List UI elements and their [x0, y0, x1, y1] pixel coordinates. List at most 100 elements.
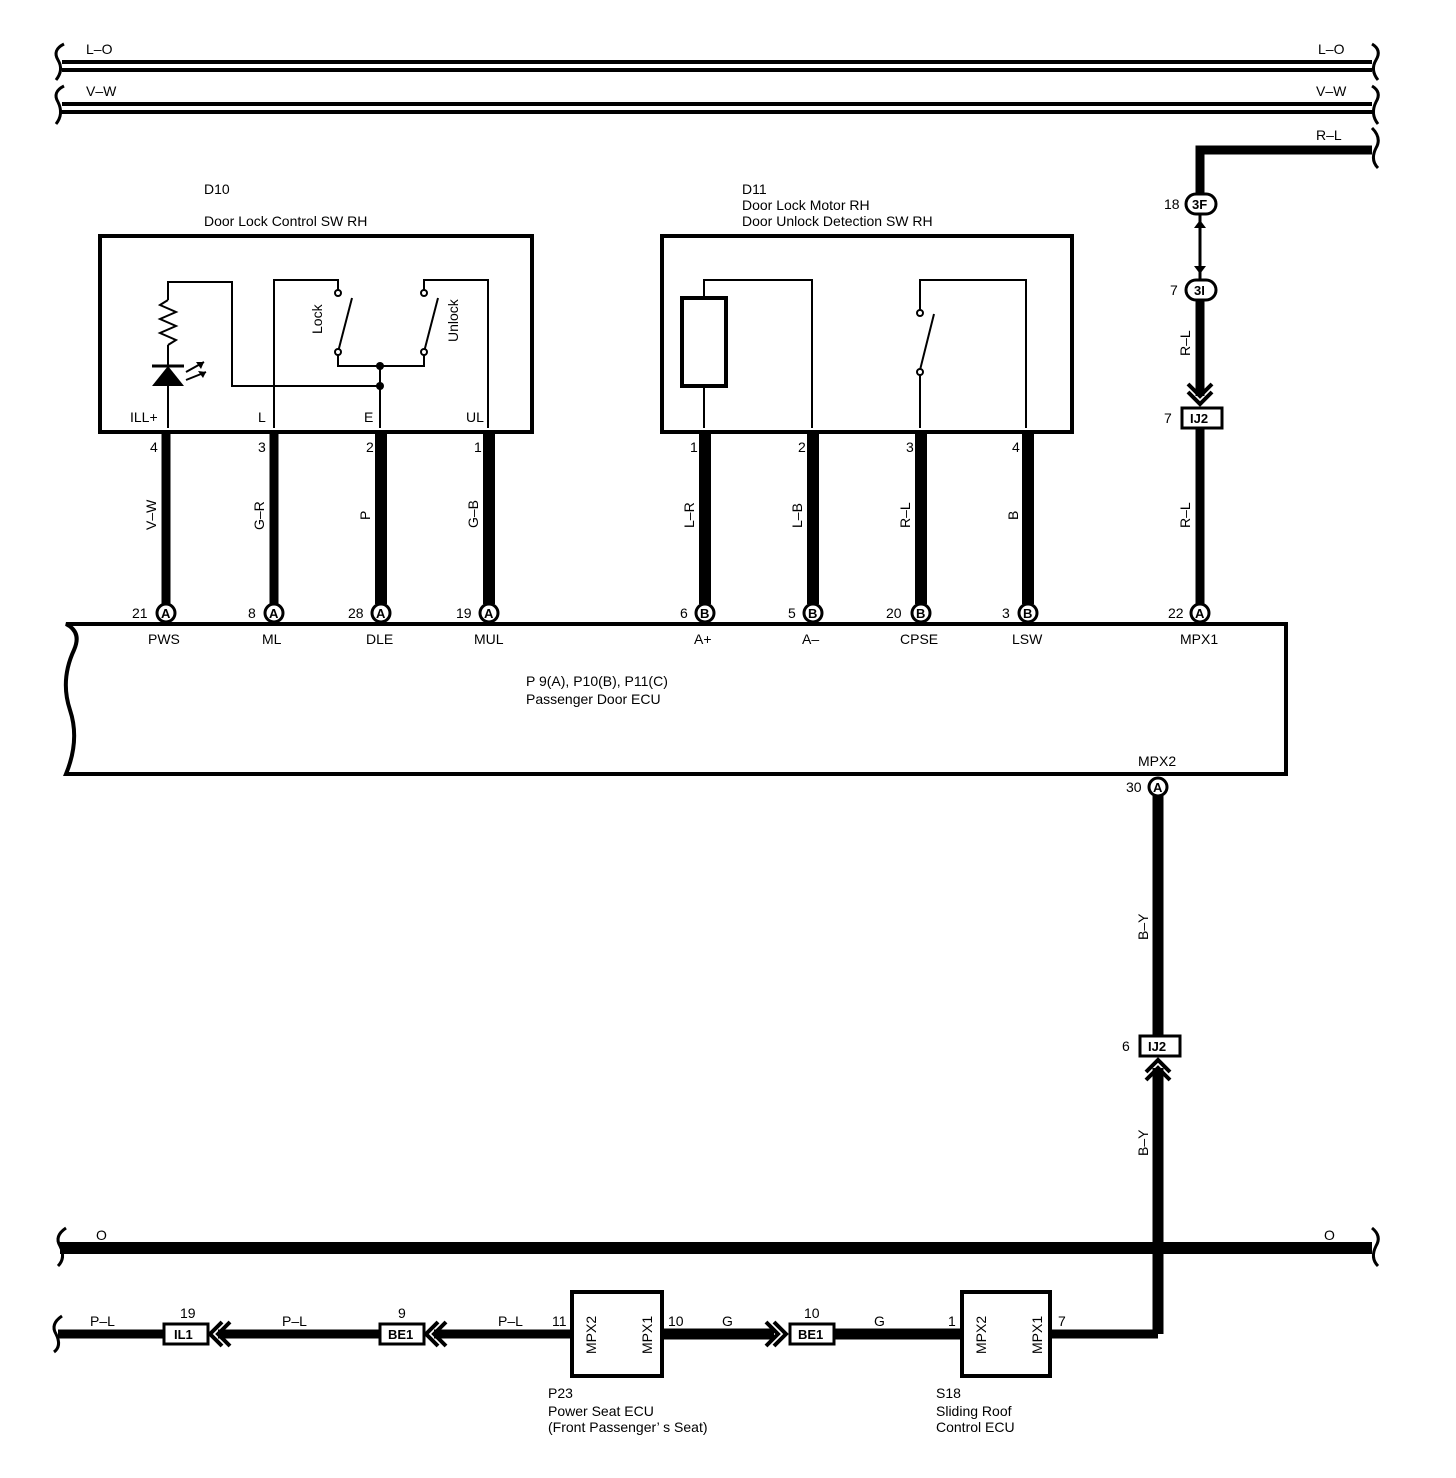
top-bus-vw: V–W V–W	[54, 83, 1380, 125]
wire-label-by-lower: B–Y	[1135, 1129, 1151, 1156]
ecu-pin-pws: A 21 PWS	[132, 602, 180, 647]
connector-ij2-lower-label: IJ2	[1148, 1039, 1166, 1054]
wire-label-pl-3: P–L	[498, 1313, 523, 1329]
ecu-pin-num: 21	[132, 605, 148, 621]
ecu-mpx2-conn: A	[1153, 780, 1163, 795]
connector-il1-num: 19	[180, 1305, 196, 1321]
ecu-pin-conn: A	[161, 606, 171, 621]
bus-label-lo-left: L–O	[86, 41, 113, 57]
led-icon	[152, 366, 184, 386]
wire-label-by-upper: B–Y	[1135, 913, 1151, 940]
d10-pin-ill: ILL+	[130, 409, 158, 425]
d11-pin-num-4: 4	[1012, 439, 1020, 455]
wire-label-rl-lower: R–L	[1177, 502, 1193, 528]
ecu-pins: A 21 PWS A 8 ML A 28 DLE A 19 MUL B 6 A+	[132, 602, 1218, 798]
d10-wires: 4 3 2 1 V–W G–R P G–B	[143, 432, 495, 604]
connector-il1-label: IL1	[174, 1327, 193, 1342]
connector-ij2-upper-pin: 7	[1164, 410, 1172, 426]
s18-pin-in: 1	[948, 1313, 956, 1329]
d10-pin-num-4: 4	[150, 439, 158, 455]
wire-label-rl-upper: R–L	[1177, 330, 1193, 356]
top-bus-lo: L–O L–O	[54, 41, 1380, 81]
wire-label-gr: G–R	[251, 501, 267, 530]
passenger-door-ecu: P 9(A), P10(B), P11(C) Passenger Door EC…	[63, 622, 1288, 776]
ecu-pin-num: 28	[348, 605, 364, 621]
d10-pin-num-3: 3	[258, 439, 266, 455]
ecu-pin-label: CPSE	[900, 631, 938, 647]
d10-name: Door Lock Control SW RH	[204, 213, 367, 229]
s18-pin-out: 7	[1058, 1313, 1066, 1329]
ecu-mpx2-num: 30	[1126, 779, 1142, 795]
bottom-mpx-chain: P–L IL1 19 P–L BE1 9 P–L 11 MPX2 MPX1 10…	[52, 1290, 1158, 1435]
p23-box	[570, 1290, 664, 1378]
connector-3i-pin: 7	[1170, 282, 1178, 298]
ecu-pin-label: A–	[802, 631, 819, 647]
d11-pin-num-3: 3	[906, 439, 914, 455]
d10-pin-l: L	[258, 409, 266, 425]
d10-unlock-label: Unlock	[445, 298, 461, 342]
ecu-pin-conn: B	[700, 606, 709, 621]
ecu-pin-num: 22	[1168, 605, 1184, 621]
d11-wires: 1 2 3 4 L–R L–B R–L B	[681, 432, 1034, 604]
connector-ij2-lower-pin: 6	[1122, 1038, 1130, 1054]
bus-label-vw-right: V–W	[1316, 83, 1347, 99]
connector-be1-b-label: BE1	[798, 1327, 823, 1342]
ecu-pin-ml: A 8 ML	[248, 602, 285, 647]
wire-label-b: B	[1005, 511, 1021, 520]
ecu-pin-num: 5	[788, 605, 796, 621]
d11-name1: Door Lock Motor RH	[742, 197, 870, 213]
ecu-pin-conn: B	[1023, 606, 1032, 621]
s18-name2: Control ECU	[936, 1419, 1015, 1435]
connector-3f-pin: 18	[1164, 196, 1180, 212]
ecu-pin-mpx1: A 22 MPX1	[1168, 602, 1218, 647]
ecu-pin-conn: A	[1195, 606, 1205, 621]
ecu-pin-conn: A	[376, 606, 386, 621]
ecu-pin-label: PWS	[148, 631, 180, 647]
connector-be1-a-label: BE1	[388, 1327, 413, 1342]
wire-label-lb: L–B	[789, 503, 805, 528]
mpx2-path: B–Y IJ2 6 B–Y	[1122, 796, 1182, 1334]
ecu-pin-label: MUL	[474, 631, 504, 647]
connector-be1-a-num: 9	[398, 1305, 406, 1321]
d10-pin-num-2: 2	[366, 439, 374, 455]
p23-mpx2-label: MPX2	[583, 1316, 599, 1354]
ecu-pin-num: 8	[248, 605, 256, 621]
d11-code: D11	[742, 181, 767, 197]
s18-box	[960, 1290, 1052, 1378]
ecu-pin-num: 19	[456, 605, 472, 621]
d10-component: D10 Door Lock Control SW RH Lock Unlock …	[98, 181, 534, 434]
bus-label-o-right: O	[1324, 1227, 1335, 1243]
p23-pin-out: 10	[668, 1313, 684, 1329]
s18-mpx1-label: MPX1	[1029, 1316, 1045, 1354]
wire-label-pl-1: P–L	[90, 1313, 115, 1329]
ecu-pin-label: A+	[694, 631, 712, 647]
p23-mpx1-label: MPX1	[639, 1316, 655, 1354]
d11-pin-num-1: 1	[690, 439, 698, 455]
p23-name1: Power Seat ECU	[548, 1403, 654, 1419]
d11-name2: Door Unlock Detection SW RH	[742, 213, 933, 229]
wire-label-vw: V–W	[143, 499, 159, 530]
d10-lock-label: Lock	[309, 303, 325, 334]
connector-3f-label: 3F	[1192, 197, 1207, 212]
wire-label-g-1: G	[722, 1313, 733, 1329]
bus-label-rl: R–L	[1316, 127, 1342, 143]
p23-code: P23	[548, 1385, 573, 1401]
top-bus-rl: R–L	[1195, 126, 1380, 200]
ecu-pin-a-plus: B 6 A+	[680, 602, 716, 647]
ecu-pin-dle: A 28 DLE	[348, 602, 393, 647]
p23-name2: (Front Passenger’ s Seat)	[548, 1419, 708, 1435]
wire-label-p: P	[357, 511, 373, 520]
wire-label-rl-d11: R–L	[897, 502, 913, 528]
bottom-bus-o: O O	[56, 1226, 1380, 1268]
ecu-pin-mpx2: MPX2 A 30	[1126, 753, 1176, 798]
wire-label-lr: L–R	[681, 502, 697, 528]
ecu-pin-label: MPX1	[1180, 631, 1218, 647]
unlock-switch-icon	[423, 297, 439, 353]
lock-switch-icon	[337, 297, 353, 353]
bus-label-o-left: O	[96, 1227, 107, 1243]
d11-pin-num-2: 2	[798, 439, 806, 455]
ecu-pin-lsw: B 3 LSW	[1002, 602, 1043, 647]
ecu-pin-label: DLE	[366, 631, 393, 647]
d11-component: D11 Door Lock Motor RH Door Unlock Detec…	[660, 181, 1074, 434]
